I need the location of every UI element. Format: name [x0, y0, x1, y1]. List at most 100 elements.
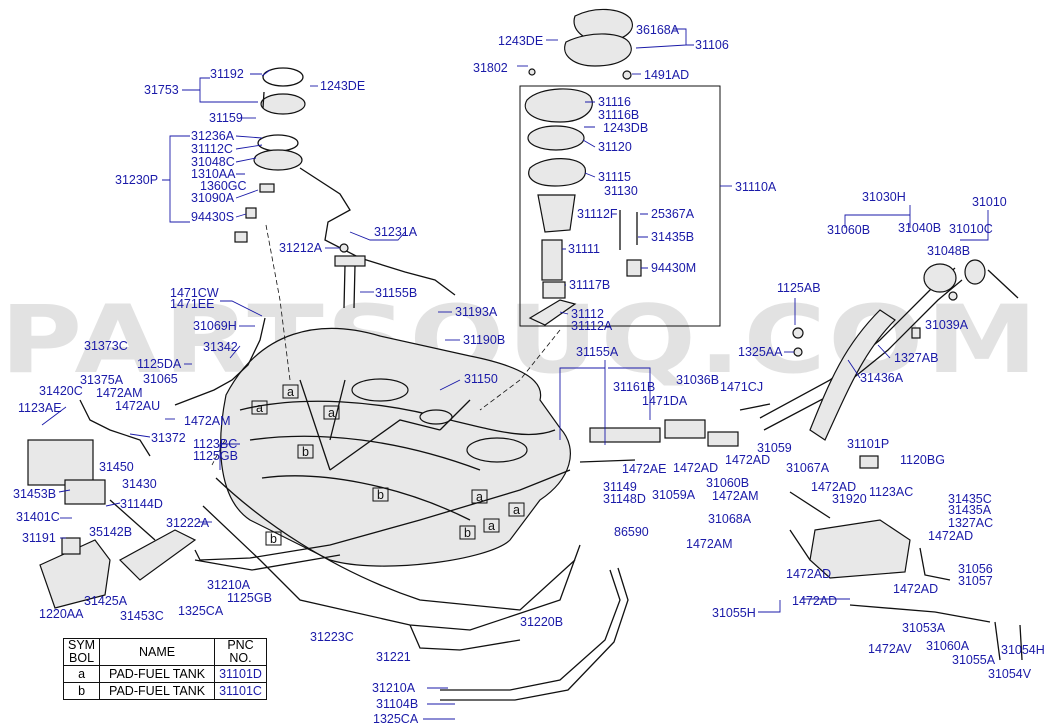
- callout-31117b[interactable]: 31117B: [569, 278, 610, 292]
- callout-1125ab[interactable]: 1125AB: [777, 281, 821, 295]
- callout-31155a[interactable]: 31155A: [576, 345, 619, 359]
- callout-1471ee[interactable]: 1471EE: [170, 297, 214, 311]
- callout-31036b[interactable]: 31036B: [676, 373, 719, 387]
- callout-31059[interactable]: 31059: [757, 441, 792, 455]
- callout-31420c[interactable]: 31420C: [39, 384, 83, 398]
- callout-1243de-b[interactable]: 1243DE: [498, 34, 543, 48]
- callout-31069h[interactable]: 31069H: [193, 319, 237, 333]
- callout-31054h[interactable]: 31054H: [1001, 643, 1045, 657]
- callout-1123ae[interactable]: 1123AE: [18, 401, 62, 415]
- callout-31435c[interactable]: 31435C: [948, 492, 992, 506]
- callout-1472ad-f[interactable]: 1472AD: [893, 582, 938, 596]
- callout-1471da[interactable]: 1471DA: [642, 394, 688, 408]
- legend-pnc-link[interactable]: 31101C: [214, 682, 267, 700]
- callout-1472am-a[interactable]: 1472AM: [96, 386, 143, 400]
- callout-1123ac[interactable]: 1123AC: [869, 485, 913, 499]
- callout-1472am-b[interactable]: 1472AM: [184, 414, 231, 428]
- callout-31236a[interactable]: 31236A: [191, 129, 235, 143]
- callout-25367a[interactable]: 25367A: [651, 207, 695, 221]
- callout-31231a[interactable]: 31231A: [374, 225, 418, 239]
- callout-31920[interactable]: 31920: [832, 492, 867, 506]
- callout-31053a[interactable]: 31053A: [902, 621, 946, 635]
- callout-1125da[interactable]: 1125DA: [137, 357, 182, 371]
- callout-31110a[interactable]: 31110A: [735, 180, 777, 194]
- callout-31221[interactable]: 31221: [376, 650, 411, 664]
- callout-31453b[interactable]: 31453B: [13, 487, 56, 501]
- callout-31111[interactable]: 31111: [568, 242, 600, 256]
- callout-1471cw[interactable]: 1471CW: [170, 286, 219, 300]
- callout-31112a[interactable]: 31112A: [571, 319, 613, 333]
- callout-1472ad-c[interactable]: 1472AD: [811, 480, 856, 494]
- callout-31161b[interactable]: 31161B: [613, 380, 655, 394]
- callout-31112c[interactable]: 31112C: [191, 142, 233, 156]
- callout-31192[interactable]: 31192: [210, 67, 244, 81]
- callout-31149[interactable]: 31149: [603, 480, 637, 494]
- callout-31375a[interactable]: 31375A: [80, 373, 124, 387]
- callout-31435b[interactable]: 31435B: [651, 230, 694, 244]
- callout-1325aa[interactable]: 1325AA: [738, 345, 783, 359]
- callout-35142b[interactable]: 35142B: [89, 525, 132, 539]
- callout-31150[interactable]: 31150: [464, 372, 498, 386]
- callout-31048b[interactable]: 31048B: [927, 244, 970, 258]
- callout-31453c[interactable]: 31453C: [120, 609, 164, 623]
- callout-31144d[interactable]: 31144D: [120, 497, 163, 511]
- callout-1472am-c[interactable]: 1472AM: [712, 489, 759, 503]
- callout-31010[interactable]: 31010: [972, 195, 1007, 209]
- callout-1472ad-b[interactable]: 1472AD: [725, 453, 770, 467]
- callout-1472ad-a[interactable]: 1472AD: [673, 461, 718, 475]
- callout-31220b[interactable]: 31220B: [520, 615, 563, 629]
- callout-1472ae[interactable]: 1472AE: [622, 462, 666, 476]
- callout-31450[interactable]: 31450: [99, 460, 134, 474]
- callout-31148d[interactable]: 31148D: [603, 492, 646, 506]
- callout-31056[interactable]: 31056: [958, 562, 993, 576]
- callout-1243db[interactable]: 1243DB: [603, 121, 648, 135]
- callout-31753[interactable]: 31753: [144, 83, 179, 97]
- callout-31802[interactable]: 31802: [473, 61, 508, 75]
- callout-1243de[interactable]: 1243DE: [320, 79, 365, 93]
- callout-31372[interactable]: 31372: [151, 431, 186, 445]
- callout-36168a[interactable]: 36168A: [636, 23, 680, 37]
- callout-1120bg[interactable]: 1120BG: [900, 453, 945, 467]
- callout-31190b[interactable]: 31190B: [463, 333, 505, 347]
- callout-31116b[interactable]: 31116B: [598, 108, 639, 122]
- callout-31065[interactable]: 31065: [143, 372, 178, 386]
- callout-31104b[interactable]: 31104B: [376, 697, 418, 711]
- callout-31067a[interactable]: 31067A: [786, 461, 830, 475]
- callout-94430s[interactable]: 94430S: [191, 210, 234, 224]
- callout-1472ad-d[interactable]: 1472AD: [928, 529, 973, 543]
- callout-31112f[interactable]: 31112F: [577, 207, 618, 221]
- callout-1220aa[interactable]: 1220AA: [39, 607, 84, 621]
- callout-1325ca-a[interactable]: 1325CA: [178, 604, 224, 618]
- callout-31060b-a[interactable]: 31060B: [706, 476, 749, 490]
- callout-1123bc[interactable]: 1123BC: [193, 437, 237, 451]
- callout-31060a[interactable]: 31060A: [926, 639, 970, 653]
- callout-31193a[interactable]: 31193A: [455, 305, 498, 319]
- callout-1125gb-b[interactable]: 1125GB: [227, 591, 272, 605]
- callout-31430[interactable]: 31430: [122, 477, 157, 491]
- callout-31159[interactable]: 31159: [209, 111, 243, 125]
- callout-31223c[interactable]: 31223C: [310, 630, 354, 644]
- callout-1310aa[interactable]: 1310AA: [191, 167, 236, 181]
- callout-31030h[interactable]: 31030H: [862, 190, 906, 204]
- callout-31116[interactable]: 31116: [598, 95, 631, 109]
- callout-31130[interactable]: 31130: [604, 184, 638, 198]
- callout-31112[interactable]: 31112: [571, 307, 604, 321]
- callout-1472av[interactable]: 1472AV: [868, 642, 912, 656]
- callout-1125gb-a[interactable]: 1125GB: [193, 449, 238, 463]
- callout-94430m[interactable]: 94430M: [651, 261, 696, 275]
- callout-1325ca-b[interactable]: 1325CA: [373, 712, 419, 726]
- callout-86590[interactable]: 86590: [614, 525, 649, 539]
- callout-1472ad-e[interactable]: 1472AD: [786, 567, 831, 581]
- callout-31054v[interactable]: 31054V: [988, 667, 1032, 681]
- callout-31212a[interactable]: 31212A: [279, 241, 323, 255]
- callout-1471cj[interactable]: 1471CJ: [720, 380, 763, 394]
- callout-31101p[interactable]: 31101P: [847, 437, 889, 451]
- callout-31191[interactable]: 31191: [22, 531, 56, 545]
- callout-1327ac[interactable]: 1327AC: [948, 516, 993, 530]
- callout-31090a[interactable]: 31090A: [191, 191, 235, 205]
- callout-31210a-a[interactable]: 31210A: [207, 578, 251, 592]
- callout-1491ad[interactable]: 1491AD: [644, 68, 689, 82]
- callout-1472am-d[interactable]: 1472AM: [686, 537, 733, 551]
- callout-31115[interactable]: 31115: [598, 170, 631, 184]
- callout-31210a-b[interactable]: 31210A: [372, 681, 416, 695]
